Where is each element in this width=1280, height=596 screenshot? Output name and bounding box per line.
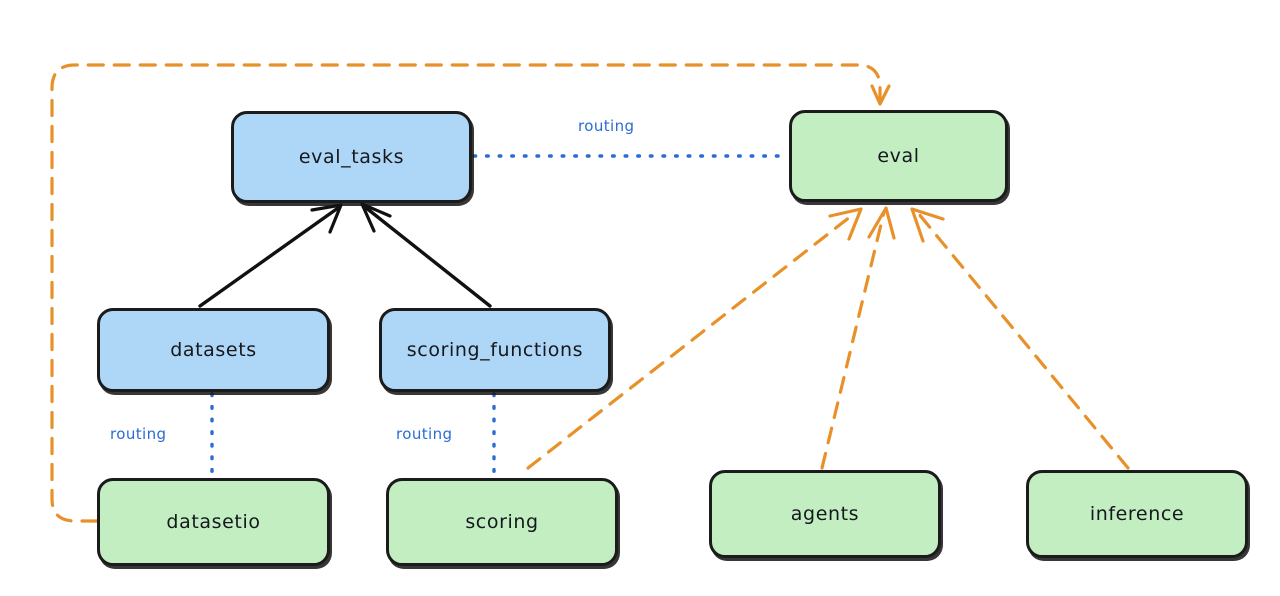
node-label-inference: inference <box>1089 503 1185 525</box>
edge-label-routing-scoring-functions-scoring: routing <box>396 425 453 443</box>
node-datasetio[interactable]: datasetio <box>97 478 330 566</box>
arrowhead-inference-to-eval <box>910 207 945 243</box>
arrowhead-datasets-to-eval-tasks <box>310 203 343 234</box>
arrowhead-agents-to-eval <box>867 206 896 240</box>
node-label-agents: agents <box>790 503 860 525</box>
node-label-datasets: datasets <box>170 339 257 361</box>
node-eval-tasks[interactable]: eval_tasks <box>231 111 472 203</box>
arrowhead-scoring-to-eval <box>828 207 863 241</box>
edge-agents-to-eval <box>820 210 886 470</box>
node-inference[interactable]: inference <box>1026 470 1248 558</box>
node-label-eval: eval <box>877 145 920 167</box>
node-datasets[interactable]: datasets <box>97 308 330 392</box>
edge-inference-to-eval <box>916 211 1130 470</box>
node-eval[interactable]: eval <box>789 110 1008 202</box>
edge-scoring-functions-to-eval-tasks <box>363 205 492 308</box>
node-scoring[interactable]: scoring <box>386 478 618 566</box>
node-label-scoring: scoring <box>465 511 539 533</box>
node-label-eval-tasks: eval_tasks <box>298 146 405 168</box>
edge-datasets-to-eval-tasks <box>198 206 340 308</box>
node-scoring-functions[interactable]: scoring_functions <box>379 308 611 392</box>
node-label-datasetio: datasetio <box>166 511 261 533</box>
arrowhead-scoring-functions-to-eval-tasks <box>360 202 392 233</box>
node-agents[interactable]: agents <box>709 470 941 558</box>
arrowhead-datasetio-to-eval <box>870 84 891 106</box>
edge-label-routing-eval-tasks-eval: routing <box>578 117 635 135</box>
node-label-scoring-functions: scoring_functions <box>406 339 584 361</box>
edge-label-routing-datasets-datasetio: routing <box>110 425 167 443</box>
